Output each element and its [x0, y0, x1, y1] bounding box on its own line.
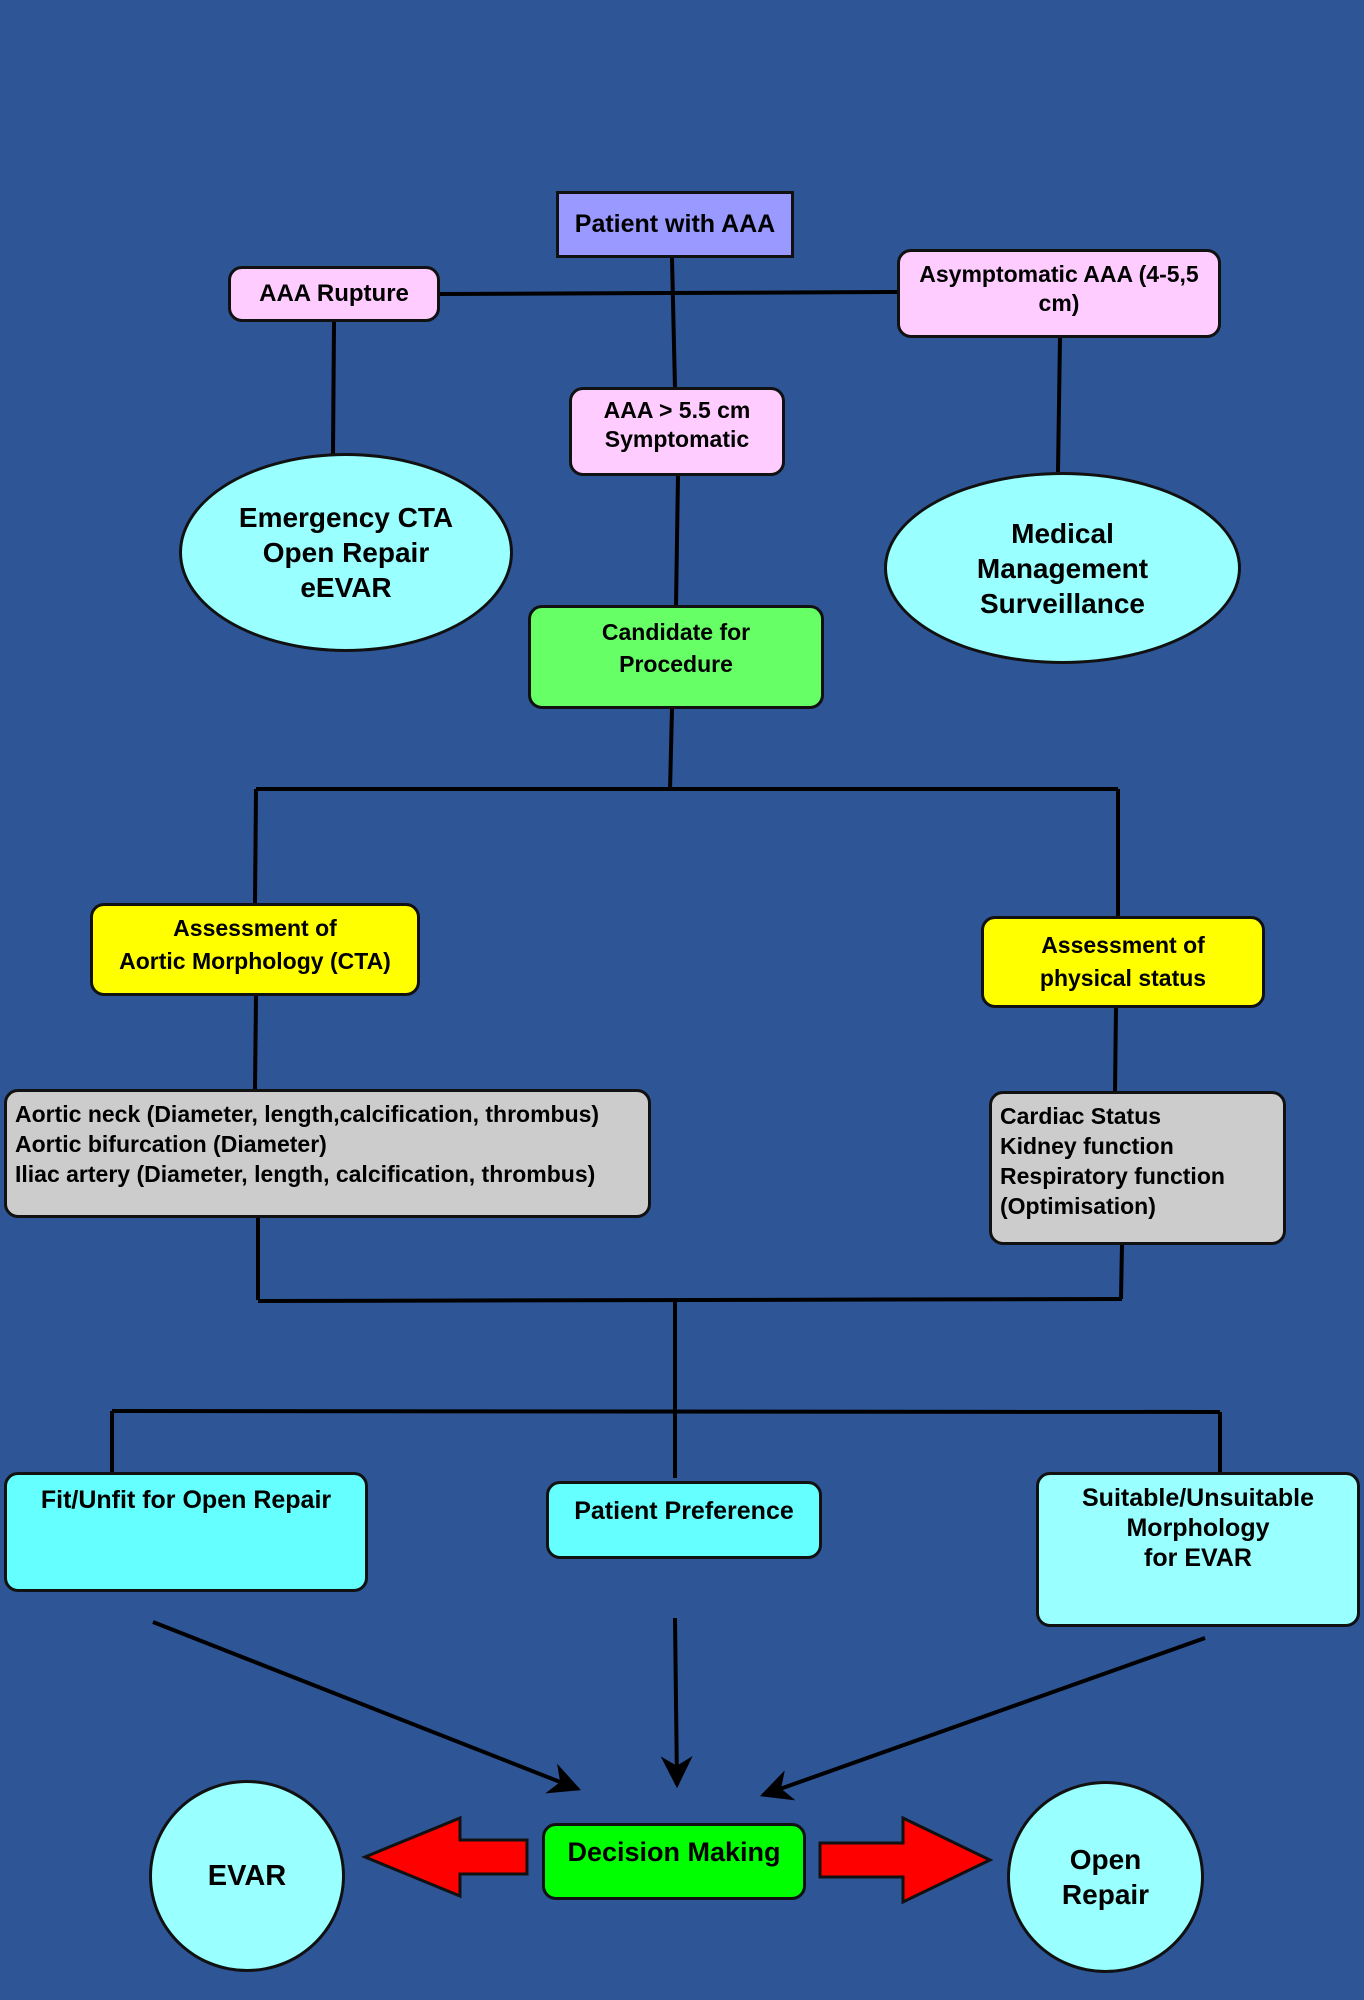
physical-status-assessment-node: Assessment of physical status	[981, 916, 1265, 1008]
aaa-rupture-node: AAA Rupture	[228, 266, 440, 322]
candidate-for-procedure-node: Candidate for Procedure	[528, 605, 824, 709]
right-red-arrow	[818, 1815, 994, 1905]
left-red-arrow	[361, 1815, 529, 1899]
aaa-symptomatic-node: AAA > 5.5 cm Symptomatic	[569, 387, 785, 476]
decision-making-node: Decision Making	[542, 1823, 806, 1900]
fit-unfit-open-repair-node: Fit/Unfit for Open Repair	[4, 1472, 368, 1592]
suitable-morphology-evar-node: Suitable/Unsuitable Morphology for EVAR	[1036, 1472, 1360, 1627]
emergency-cta-ellipse: Emergency CTA Open Repair eEVAR	[179, 453, 513, 652]
physical-details-box: Cardiac Status Kidney function Respirato…	[989, 1091, 1286, 1245]
medical-management-ellipse: Medical Management Surveillance	[884, 472, 1241, 664]
patient-preference-node: Patient Preference	[546, 1481, 822, 1559]
open-repair-circle: Open Repair	[1007, 1781, 1204, 1973]
asymptomatic-aaa-node: Asymptomatic AAA (4-5,5 cm)	[897, 249, 1221, 338]
aortic-details-box: Aortic neck (Diameter, length,calcificat…	[4, 1089, 651, 1218]
evar-circle: EVAR	[149, 1780, 345, 1972]
patient-with-aaa-node: Patient with AAA	[556, 191, 794, 258]
aortic-morphology-assessment-node: Assessment of Aortic Morphology (CTA)	[90, 903, 420, 996]
